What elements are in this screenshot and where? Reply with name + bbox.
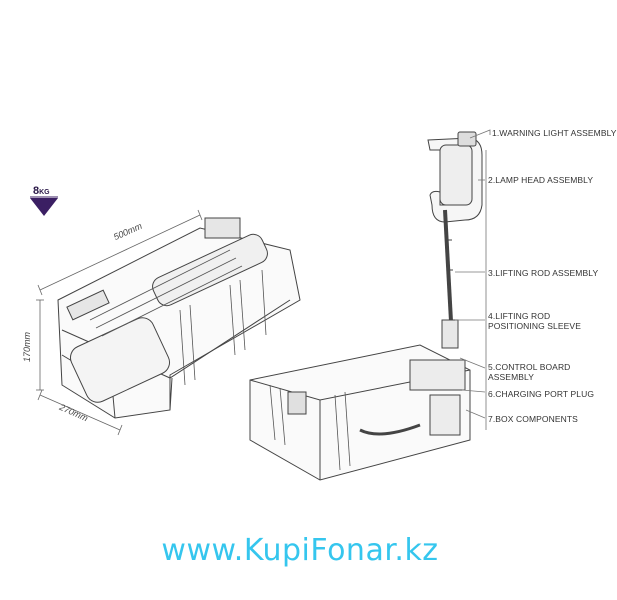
callout-4-line2: POSITIONING SLEEVE [488, 321, 581, 331]
weight-marker-icon [30, 198, 58, 216]
callout-4-line1: 4.LIFTING ROD [488, 311, 551, 321]
weight-unit: KG [39, 189, 50, 196]
callout-2: 2.LAMP HEAD ASSEMBLY [488, 175, 593, 185]
callout-7-line1: 7.BOX COMPONENTS [488, 414, 578, 424]
callout-1: 1.WARNING LIGHT ASSEMBLY [492, 128, 617, 138]
callout-6: 6.CHARGING PORT PLUG [488, 389, 594, 399]
callout-7: 7.BOX COMPONENTS [488, 414, 578, 424]
product-diagram [30, 129, 491, 481]
callout-5-line2: ASSEMBLY [488, 372, 534, 382]
callout-3-line1: 3.LIFTING ROD ASSEMBLY [488, 268, 599, 278]
dimension-height: 170mm [22, 331, 32, 362]
callout-5-line1: 5.CONTROL BOARD [488, 362, 571, 372]
watermark-text: www.KupiFonar.kz [161, 533, 439, 568]
weight-label: 8KG [33, 185, 50, 197]
deployed-lamp-drawing [249, 131, 483, 481]
callout-2-line1: 2.LAMP HEAD ASSEMBLY [488, 175, 594, 185]
callout-3: 3.LIFTING ROD ASSEMBLY [488, 268, 598, 278]
weight-value: 8 [33, 185, 40, 197]
callout-1-line1: 1.WARNING LIGHT ASSEMBLY [492, 128, 617, 138]
callout-6-line1: 6.CHARGING PORT PLUG [488, 389, 595, 399]
dimension-lines [36, 209, 203, 436]
closed-box-drawing [57, 217, 301, 419]
callout-leaders [455, 129, 491, 430]
